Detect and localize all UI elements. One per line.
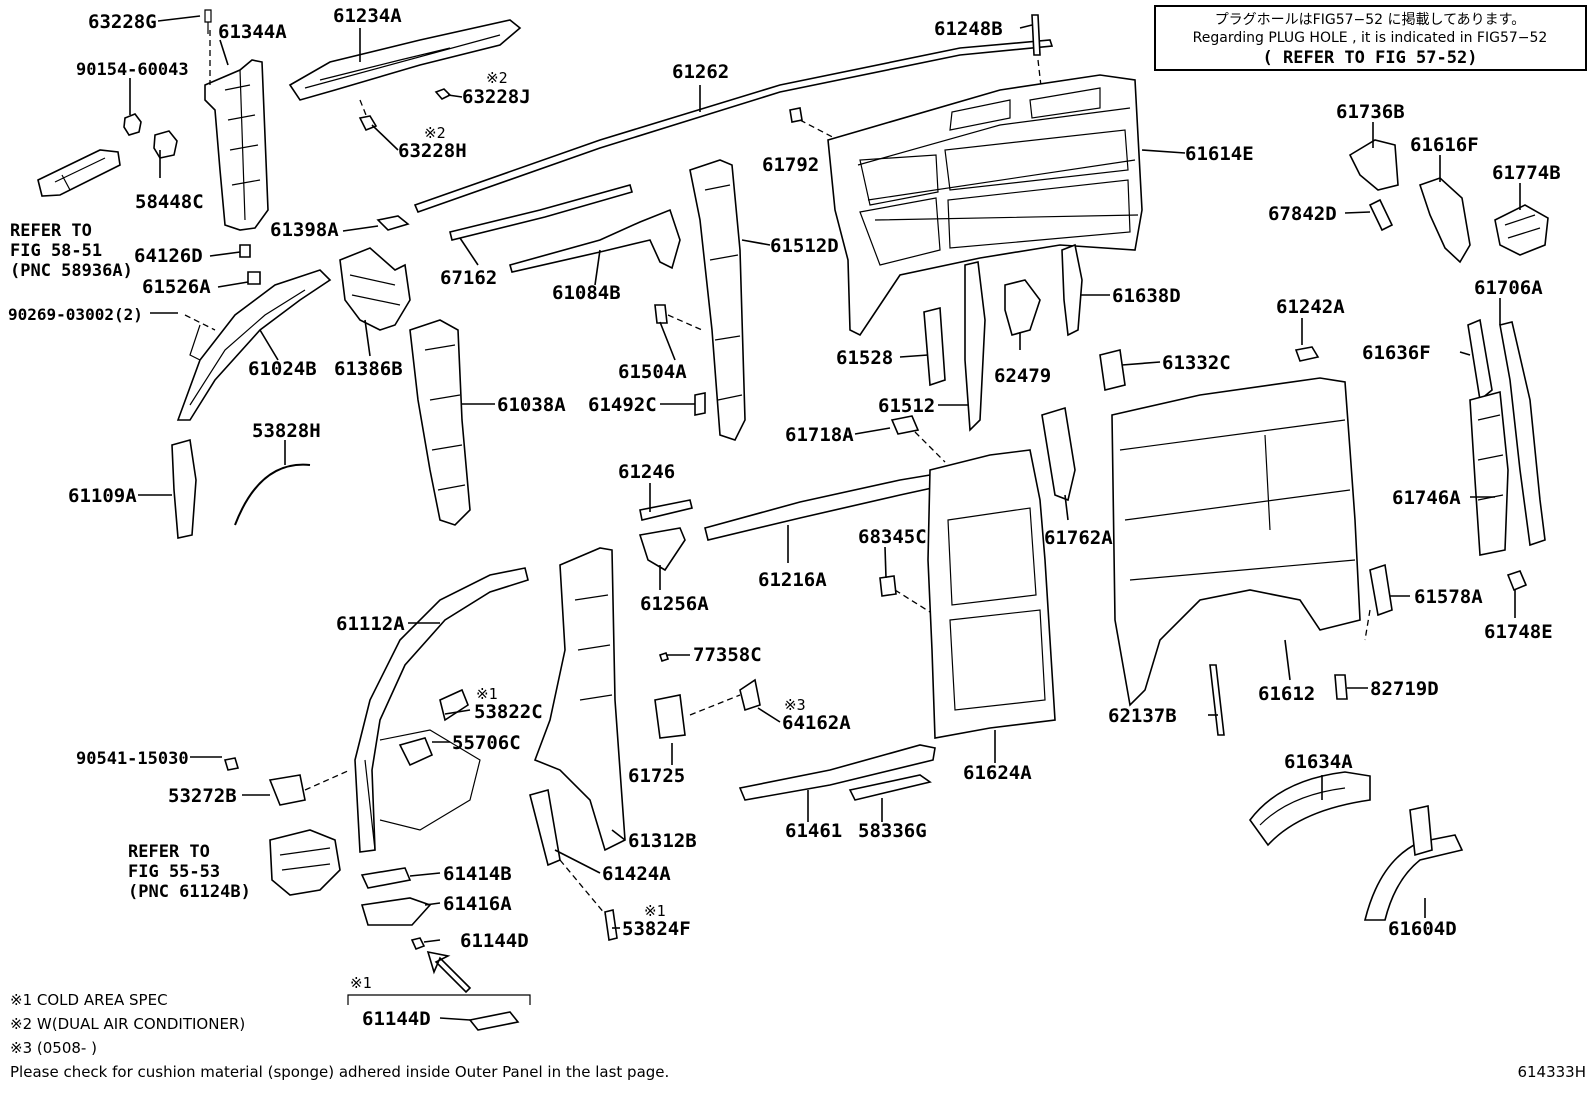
part-label: 67162 — [440, 267, 497, 289]
part-label: 61414B — [443, 863, 512, 885]
part-label: 61638D — [1112, 285, 1181, 307]
part-label: 90269-03002(2) — [8, 305, 143, 324]
spec-mark: ※1 — [644, 902, 666, 920]
part-label: 61636F — [1362, 342, 1431, 364]
part-label: 61248B — [934, 18, 1003, 40]
note-line-2: Regarding PLUG HOLE , it is indicated in… — [1193, 30, 1548, 46]
part-label: 67842D — [1268, 203, 1337, 225]
part-label: 61024B — [248, 358, 317, 380]
part-label: 55706C — [452, 732, 521, 754]
refer-line: REFER TO — [128, 842, 210, 862]
note-line-3: ( REFER TO FIG 57-52) — [1263, 48, 1478, 68]
part-label: 61792 — [762, 154, 819, 176]
leader-lines — [129, 15, 1521, 1021]
part-label: 61216A — [758, 569, 827, 591]
part-label: 61634A — [1284, 751, 1353, 773]
part-label: 61612 — [1258, 683, 1315, 705]
part-label: 63228J — [462, 86, 531, 108]
refer-fig-55: REFER TO FIG 55-53 (PNC 61124B) — [128, 842, 251, 902]
part-label: 61748E — [1484, 621, 1553, 643]
part-label: 61706A — [1474, 277, 1543, 299]
part-label: 61256A — [640, 593, 709, 615]
refer-fig-58: REFER TO FIG 58-51 (PNC 58936A) — [10, 221, 133, 281]
part-label: 61762A — [1044, 527, 1113, 549]
part-label: 61416A — [443, 893, 512, 915]
footnote-1: ※1 COLD AREA SPEC — [10, 991, 168, 1009]
part-label: 61234A — [333, 5, 402, 27]
spec-mark: ※3 — [784, 696, 806, 714]
part-label: 61718A — [785, 424, 854, 446]
part-label: 64162A — [782, 712, 851, 734]
part-drawings — [37, 9, 1549, 1031]
part-label: 61492C — [588, 394, 657, 416]
spec-mark: ※2 — [424, 124, 446, 142]
refer-note-box: プラグホールはFIG57−52 に掲載してあります。 Regarding PLU… — [1154, 5, 1587, 71]
part-label: 61262 — [672, 61, 729, 83]
part-label: 61386B — [334, 358, 403, 380]
part-label: 61398A — [270, 219, 339, 241]
part-labels: 63228G 61344A 90154-60043 58448C 64126D … — [8, 5, 1561, 1030]
spec-mark: ※1 — [350, 974, 372, 992]
part-label: 61504A — [618, 361, 687, 383]
part-label: 61528 — [836, 347, 893, 369]
footnote-4: Please check for cushion material (spong… — [10, 1063, 669, 1081]
part-label: 62479 — [994, 365, 1051, 387]
part-label: 61616F — [1410, 134, 1479, 156]
part-label: 61144D — [362, 1008, 431, 1030]
part-label: 61746A — [1392, 487, 1461, 509]
part-label: 82719D — [1370, 678, 1439, 700]
part-label: 61604D — [1388, 918, 1457, 940]
part-label: 53272B — [168, 785, 237, 807]
part-label: 61332C — [1162, 352, 1231, 374]
spec-marks: ※2 ※2 ※1 ※3 ※1 ※1 — [350, 69, 806, 992]
part-label: 61461 — [785, 820, 842, 842]
spec-mark: ※2 — [486, 69, 508, 87]
part-label: 61512 — [878, 395, 935, 417]
refer-line: (PNC 61124B) — [128, 882, 251, 902]
footnotes: ※1 COLD AREA SPEC ※2 W(DUAL AIR CONDITIO… — [10, 991, 1586, 1081]
part-label: 61578A — [1414, 586, 1483, 608]
part-label: 53822C — [474, 701, 543, 723]
part-label: 61526A — [142, 276, 211, 298]
part-label: 61624A — [963, 762, 1032, 784]
part-label: 58336G — [858, 820, 927, 842]
part-label: 53828H — [252, 420, 321, 442]
part-label: 63228G — [88, 11, 157, 33]
part-label: 61112A — [336, 613, 405, 635]
part-label: 61312B — [628, 830, 697, 852]
part-label: 61242A — [1276, 296, 1345, 318]
diagram-code: 614333H — [1517, 1063, 1586, 1081]
part-label: 61774B — [1492, 162, 1561, 184]
footnote-2: ※2 W(DUAL AIR CONDITIONER) — [10, 1015, 245, 1033]
part-label: 61512D — [770, 235, 839, 257]
refer-line: (PNC 58936A) — [10, 261, 133, 281]
part-label: 61344A — [218, 21, 287, 43]
part-label: 61246 — [618, 461, 675, 483]
part-label: 68345C — [858, 526, 927, 548]
part-label: 53824F — [622, 918, 691, 940]
refer-line: FIG 58-51 — [10, 241, 102, 261]
part-label: 61725 — [628, 765, 685, 787]
part-label: 61736B — [1336, 101, 1405, 123]
part-label: 61084B — [552, 282, 621, 304]
part-label: 63228H — [398, 140, 467, 162]
refer-line: FIG 55-53 — [128, 862, 220, 882]
part-label: 61614E — [1185, 143, 1254, 165]
part-label: 61424A — [602, 863, 671, 885]
part-label: 61144D — [460, 930, 529, 952]
part-label: 61038A — [497, 394, 566, 416]
part-label: 77358C — [693, 644, 762, 666]
part-label: 58448C — [135, 191, 204, 213]
note-line-1: プラグホールはFIG57−52 に掲載してあります。 — [1215, 12, 1526, 28]
part-label: 62137B — [1108, 705, 1177, 727]
part-label: 90154-60043 — [76, 60, 189, 80]
part-label: 90541-15030 — [76, 749, 189, 769]
spec-mark: ※1 — [476, 685, 498, 703]
part-label: 61109A — [68, 485, 137, 507]
part-label: 64126D — [134, 245, 203, 267]
refer-line: REFER TO — [10, 221, 92, 241]
footnote-3: ※3 (0508- ) — [10, 1039, 97, 1057]
